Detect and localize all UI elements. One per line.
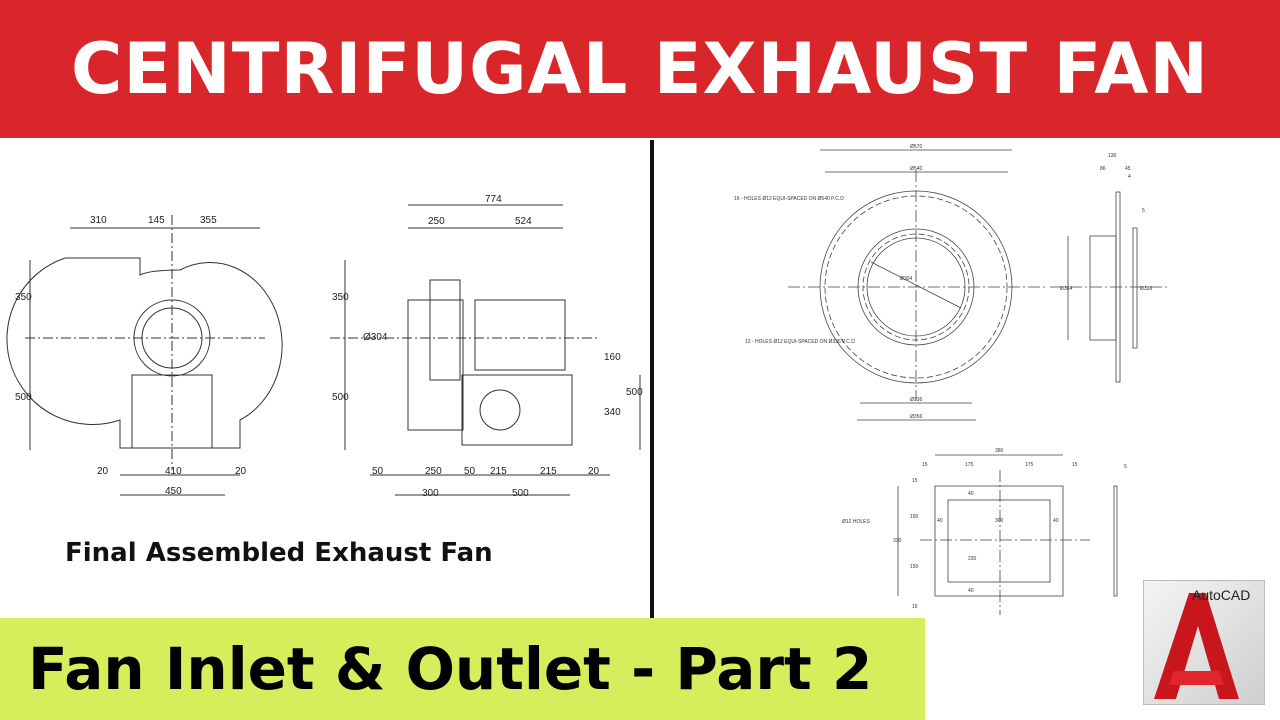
dim-label: 300 — [995, 518, 1004, 524]
dim-label: 15 — [912, 604, 918, 610]
inlet-outlet-drawing: Ø570 Ø540 16 - HOLES Ø12 EQUI-SPACED ON … — [734, 144, 1170, 615]
dim-label: 4 — [1128, 174, 1131, 180]
dim-label: 5 — [1124, 464, 1127, 470]
dim-label: 250 — [428, 216, 445, 227]
dim-label: 215 — [490, 466, 507, 477]
dim-label: Ø540 — [910, 166, 922, 172]
dim-label: 160 — [604, 352, 621, 363]
dim-label: 450 — [165, 486, 182, 497]
note-label: 16 - HOLES Ø12 EQUI-SPACED ON Ø540 P.C.D — [734, 196, 844, 202]
dim-label: 774 — [485, 194, 502, 205]
dim-label: 40 — [968, 588, 974, 594]
dim-label: 50 — [372, 466, 384, 477]
dim-label: 40 — [937, 518, 943, 524]
dim-label: 500 — [626, 387, 643, 398]
dim-label: 230 — [968, 556, 977, 562]
dim-label: 380 — [995, 448, 1004, 454]
dim-label: 86 — [1100, 166, 1106, 172]
dim-label: 410 — [165, 466, 182, 477]
dim-label: Ø304 — [900, 276, 912, 282]
dim-label: 340 — [604, 407, 621, 418]
divider — [650, 140, 654, 720]
dim-label: 250 — [425, 466, 442, 477]
dim-label: 300 — [422, 488, 439, 499]
dim-label: 150 — [910, 514, 919, 520]
video-subtitle: Fan Inlet & Outlet - Part 2 — [28, 635, 873, 703]
note-label: Ø12 HOLES — [842, 519, 870, 525]
dim-label: 215 — [540, 466, 557, 477]
video-title: CENTRIFUGAL EXHAUST FAN — [70, 28, 1210, 110]
title-banner: CENTRIFUGAL EXHAUST FAN — [0, 0, 1280, 138]
dim-label: 355 — [200, 215, 217, 226]
note-label: 12 - HOLES Ø12 EQUI-SPACED ON Ø336 P.C.D — [745, 339, 855, 345]
dim-label: 500 — [332, 392, 349, 403]
dim-label: 15 — [922, 462, 928, 468]
dim-label: Ø304 — [363, 332, 388, 343]
dim-label: 150 — [910, 564, 919, 570]
dim-label: 20 — [588, 466, 600, 477]
dim-label: Ø336 — [1140, 286, 1152, 292]
drawing-caption: Final Assembled Exhaust Fan — [65, 538, 493, 568]
dim-label: 15 — [1072, 462, 1078, 468]
dim-label: Ø570 — [910, 144, 922, 150]
logo-text: AutoCAD — [1192, 587, 1251, 603]
dim-label: 350 — [332, 292, 349, 303]
dim-label: 310 — [90, 215, 107, 226]
autocad-logo: AutoCAD — [1143, 580, 1265, 705]
dim-label: 500 — [15, 392, 32, 403]
dim-label: 15 — [912, 478, 918, 484]
dim-label: 175 — [1025, 462, 1034, 468]
dim-label: 20 — [97, 466, 109, 477]
dim-label: 350 — [15, 292, 32, 303]
dim-label: 5 — [1142, 208, 1145, 214]
dim-label: 136 — [1108, 153, 1117, 159]
dim-label: 50 — [464, 466, 476, 477]
dim-label: 330 — [893, 538, 902, 544]
dim-label: Ø304 — [1060, 286, 1072, 292]
dim-label: 145 — [148, 215, 165, 226]
subtitle-banner: Fan Inlet & Outlet - Part 2 — [0, 618, 925, 720]
dim-label: 40 — [968, 491, 974, 497]
dim-label: 175 — [965, 462, 974, 468]
dim-label: 524 — [515, 216, 532, 227]
dim-label: 40 — [1053, 518, 1059, 524]
dim-label: Ø356 — [910, 414, 922, 420]
dim-label: 45 — [1125, 166, 1131, 172]
dim-label: 20 — [235, 466, 247, 477]
autocad-a-icon — [1154, 593, 1239, 699]
front-view-drawing: 310 145 355 350 500 20 410 20 450 774 25… — [6, 194, 643, 499]
dim-label: Ø336 — [910, 397, 922, 403]
dim-label: 500 — [512, 488, 529, 499]
